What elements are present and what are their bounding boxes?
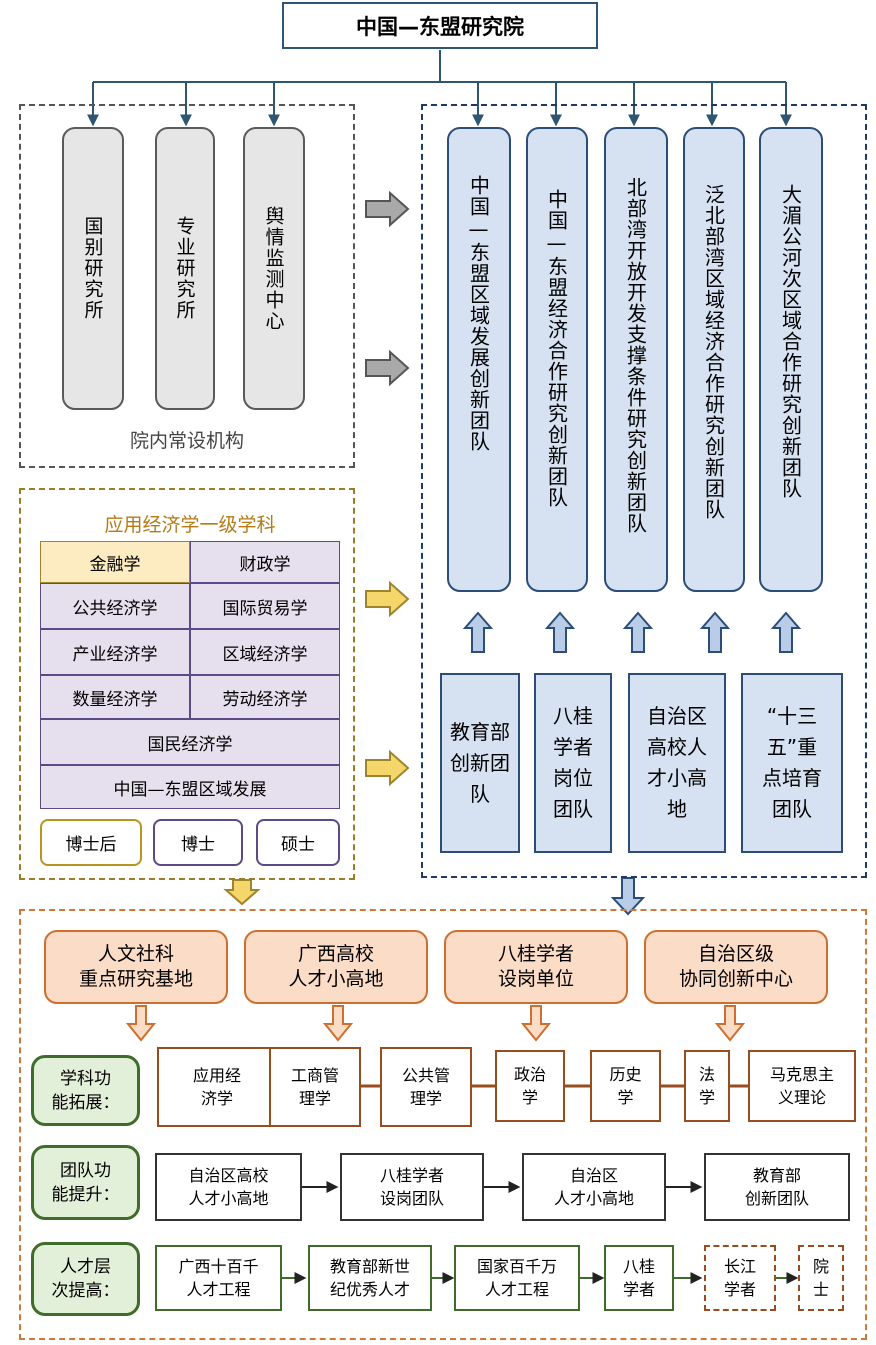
subject-business-admin: 工商管 理学	[269, 1047, 361, 1127]
talent-step-moe-new-century: 教育部新世 纪优秀人才	[308, 1245, 432, 1311]
discipline-panel	[19, 488, 355, 880]
team-source-label: 教育部创新团队	[450, 719, 510, 806]
innovation-team-2: 中国—东盟经济合作研究创新团队	[526, 127, 588, 592]
discipline-public-economics: 公共经济学	[40, 583, 190, 629]
unit-opinion-monitoring-center: 舆情监测中心	[243, 127, 305, 410]
team-step-bagui-post: 八桂学者 设岗团队	[340, 1153, 484, 1221]
talent-step-academician: 院 士	[798, 1245, 844, 1311]
talent-step-national-project: 国家百千万 人才工程	[454, 1245, 580, 1311]
discipline-regional-economics: 区域经济学	[190, 629, 340, 675]
platform-humanities-base: 人文社科 重点研究基地	[44, 930, 228, 1004]
discipline-finance: 金融学	[40, 541, 190, 583]
institute-title: 中国—东盟研究院	[282, 2, 598, 49]
subject-history: 历史 学	[590, 1050, 661, 1122]
innovation-team-label: 大湄公河次区域合作研究创新团队	[778, 184, 803, 499]
blue-up-arrows	[462, 611, 802, 653]
talent-step-changjiang-scholar: 长江 学者	[704, 1245, 776, 1311]
discipline-quantitative-economics: 数量经济学	[40, 675, 190, 719]
team-source-label: 自治区高校人才小高地	[647, 704, 707, 821]
innovation-team-1: 中国—东盟区域发展创新团队	[447, 127, 511, 592]
platform-guangxi-highland: 广西高校 人才小高地	[244, 930, 428, 1004]
team-source-bagui: 八桂学者岗位团队	[534, 673, 612, 853]
row-label-discipline-expansion: 学科功 能拓展：	[31, 1055, 140, 1126]
subject-political-science: 政治 学	[495, 1050, 565, 1122]
innovation-team-4: 泛北部湾区域经济合作研究创新团队	[683, 127, 745, 592]
team-source-moe: 教育部创新团队	[440, 673, 520, 853]
row-label-talent-level: 人才层 次提高：	[31, 1242, 140, 1316]
degree-phd: 博士	[153, 819, 243, 866]
innovation-team-label: 泛北部湾区域经济合作研究创新团队	[701, 184, 726, 520]
unit-label: 舆情监测中心	[262, 205, 285, 332]
team-step-moe-team: 教育部 创新团队	[704, 1153, 850, 1221]
talent-step-bagui-scholar: 八桂 学者	[604, 1245, 674, 1311]
subject-law: 法 学	[684, 1050, 730, 1122]
discipline-international-trade: 国际贸易学	[190, 583, 340, 629]
orange-down-arrows	[125, 1005, 746, 1042]
innovation-team-panel	[421, 104, 867, 878]
gray-block-arrows	[365, 190, 410, 387]
unit-label: 国别研究所	[81, 216, 104, 321]
team-source-university-highland: 自治区高校人才小高地	[628, 673, 726, 853]
team-source-label: 八桂学者岗位团队	[553, 704, 593, 821]
degree-postdoc: 博士后	[40, 819, 142, 866]
discipline-title: 应用经济学一级学科	[104, 514, 276, 536]
unit-specialty-institute: 专业研究所	[155, 127, 215, 410]
gold-block-arrows	[223, 580, 410, 906]
team-source-13th-five-year: “十三五”重点培育团队	[741, 673, 843, 853]
blue-down-arrow	[610, 877, 646, 916]
standing-units-caption: 院内常设机构	[129, 430, 244, 452]
platform-bagui-post: 八桂学者 设岗单位	[444, 930, 628, 1004]
talent-step-guangxi-project: 广西十百千 人才工程	[155, 1245, 282, 1311]
innovation-team-3: 北部湾开放开发支撑条件研究创新团队	[604, 127, 668, 592]
team-step-university-highland: 自治区高校 人才小高地	[155, 1153, 302, 1221]
discipline-labor-economics: 劳动经济学	[190, 675, 340, 719]
subject-marxism: 马克思主 义理论	[748, 1050, 856, 1122]
discipline-china-asean-regional-development: 中国—东盟区域发展	[40, 765, 340, 809]
discipline-industrial-economics: 产业经济学	[40, 629, 190, 675]
team-step-region-highland: 自治区 人才小高地	[522, 1153, 666, 1221]
top-tree-lines	[87, 50, 792, 127]
innovation-team-label: 北部湾开放开发支撑条件研究创新团队	[623, 177, 648, 534]
unit-country-institute: 国别研究所	[62, 127, 124, 410]
standing-units-panel	[19, 104, 355, 468]
row-label-team-enhancement: 团队功 能提升：	[31, 1145, 140, 1220]
subject-applied-economics: 应用经 济学	[157, 1047, 277, 1127]
bottom-platform-panel	[19, 909, 867, 1340]
innovation-team-label: 中国—东盟区域发展创新团队	[466, 175, 491, 452]
innovation-team-label: 中国—东盟经济合作研究创新团队	[544, 189, 569, 508]
unit-label: 专业研究所	[173, 216, 196, 321]
platform-collab-innovation-center: 自治区级 协同创新中心	[644, 930, 828, 1004]
discipline-national-economics: 国民经济学	[40, 719, 340, 765]
discipline-public-finance: 财政学	[190, 541, 340, 583]
innovation-team-5: 大湄公河次区域合作研究创新团队	[759, 127, 823, 592]
subject-public-admin: 公共管 理学	[380, 1047, 472, 1127]
team-source-label: “十三五”重点培育团队	[762, 704, 822, 821]
degree-masters: 硕士	[256, 819, 340, 866]
